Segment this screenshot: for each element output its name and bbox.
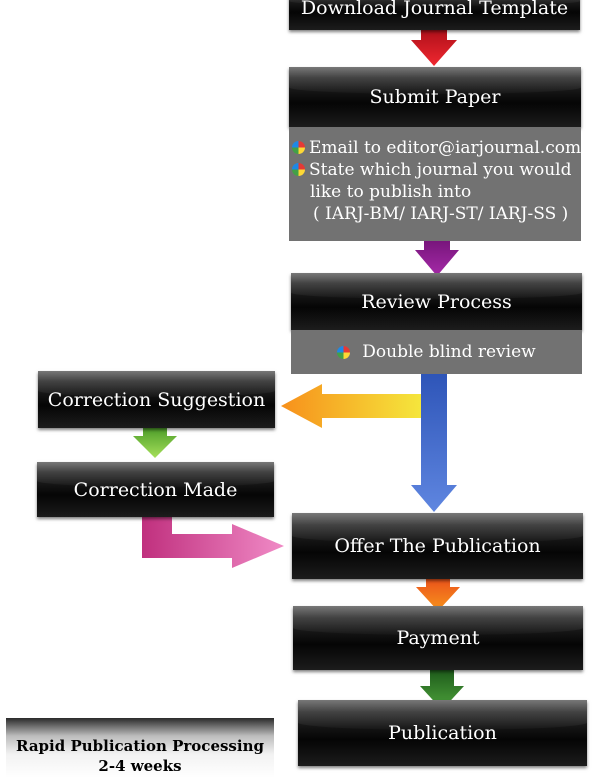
review-method-text: Double blind review <box>362 342 536 362</box>
step-review-label: Review Process <box>361 290 512 313</box>
step-offer-publication: Offer The Publication <box>292 513 583 579</box>
step-offer-label: Offer The Publication <box>334 535 541 557</box>
rapid-processing-banner: Rapid Publication Processing 2-4 weeks <box>6 718 274 778</box>
step-payment-label: Payment <box>396 627 480 649</box>
bullet-icon <box>337 345 351 359</box>
step-correction-suggestion: Correction Suggestion <box>38 371 275 428</box>
arrow-submit-to-review <box>415 230 459 276</box>
step-correction-suggestion-label: Correction Suggestion <box>47 388 266 411</box>
step-payment: Payment <box>293 606 583 670</box>
arrow-download-to-submit <box>411 30 457 66</box>
step-correction-made: Correction Made <box>37 462 274 517</box>
arrow-made-to-offer <box>142 517 284 568</box>
arrow-offer-to-payment <box>416 569 460 611</box>
rapid-processing-duration: 2-4 weeks <box>98 757 182 775</box>
arrow-payment-to-publication <box>420 669 464 710</box>
arrow-review-to-offer <box>411 374 457 512</box>
review-details-panel: Double blind review <box>291 330 582 374</box>
step-publication-label: Publication <box>388 722 497 744</box>
arrow-review-to-correction <box>281 384 421 428</box>
submit-email-text: Email to editor@iarjournal.com <box>309 138 582 158</box>
submit-details-panel: Email to editor@iarjournal.com State whi… <box>289 127 581 241</box>
step-review-process: Review Process <box>291 273 582 330</box>
rapid-processing-title: Rapid Publication Processing <box>16 737 264 755</box>
submit-journal-text-2: like to publish into <box>310 182 472 202</box>
submit-journal-item: State which journal you would <box>292 159 581 181</box>
step-submit-paper: Submit Paper <box>289 67 581 127</box>
step-submit-label: Submit Paper <box>369 86 501 108</box>
bullet-icon <box>292 163 305 176</box>
submit-email-item: Email to editor@iarjournal.com <box>292 137 581 159</box>
arrow-suggestion-to-made <box>133 428 177 458</box>
step-publication: Publication <box>298 700 587 766</box>
bullet-icon <box>292 141 305 154</box>
step-download-template: Download Journal Template <box>289 0 580 30</box>
submit-journal-text-1: State which journal you would <box>309 160 572 180</box>
submit-journal-text-3: ( IARJ-BM/ IARJ-ST/ IARJ-SS ) <box>313 204 569 224</box>
step-download-label: Download Journal Template <box>300 0 569 19</box>
step-correction-made-label: Correction Made <box>73 478 238 501</box>
